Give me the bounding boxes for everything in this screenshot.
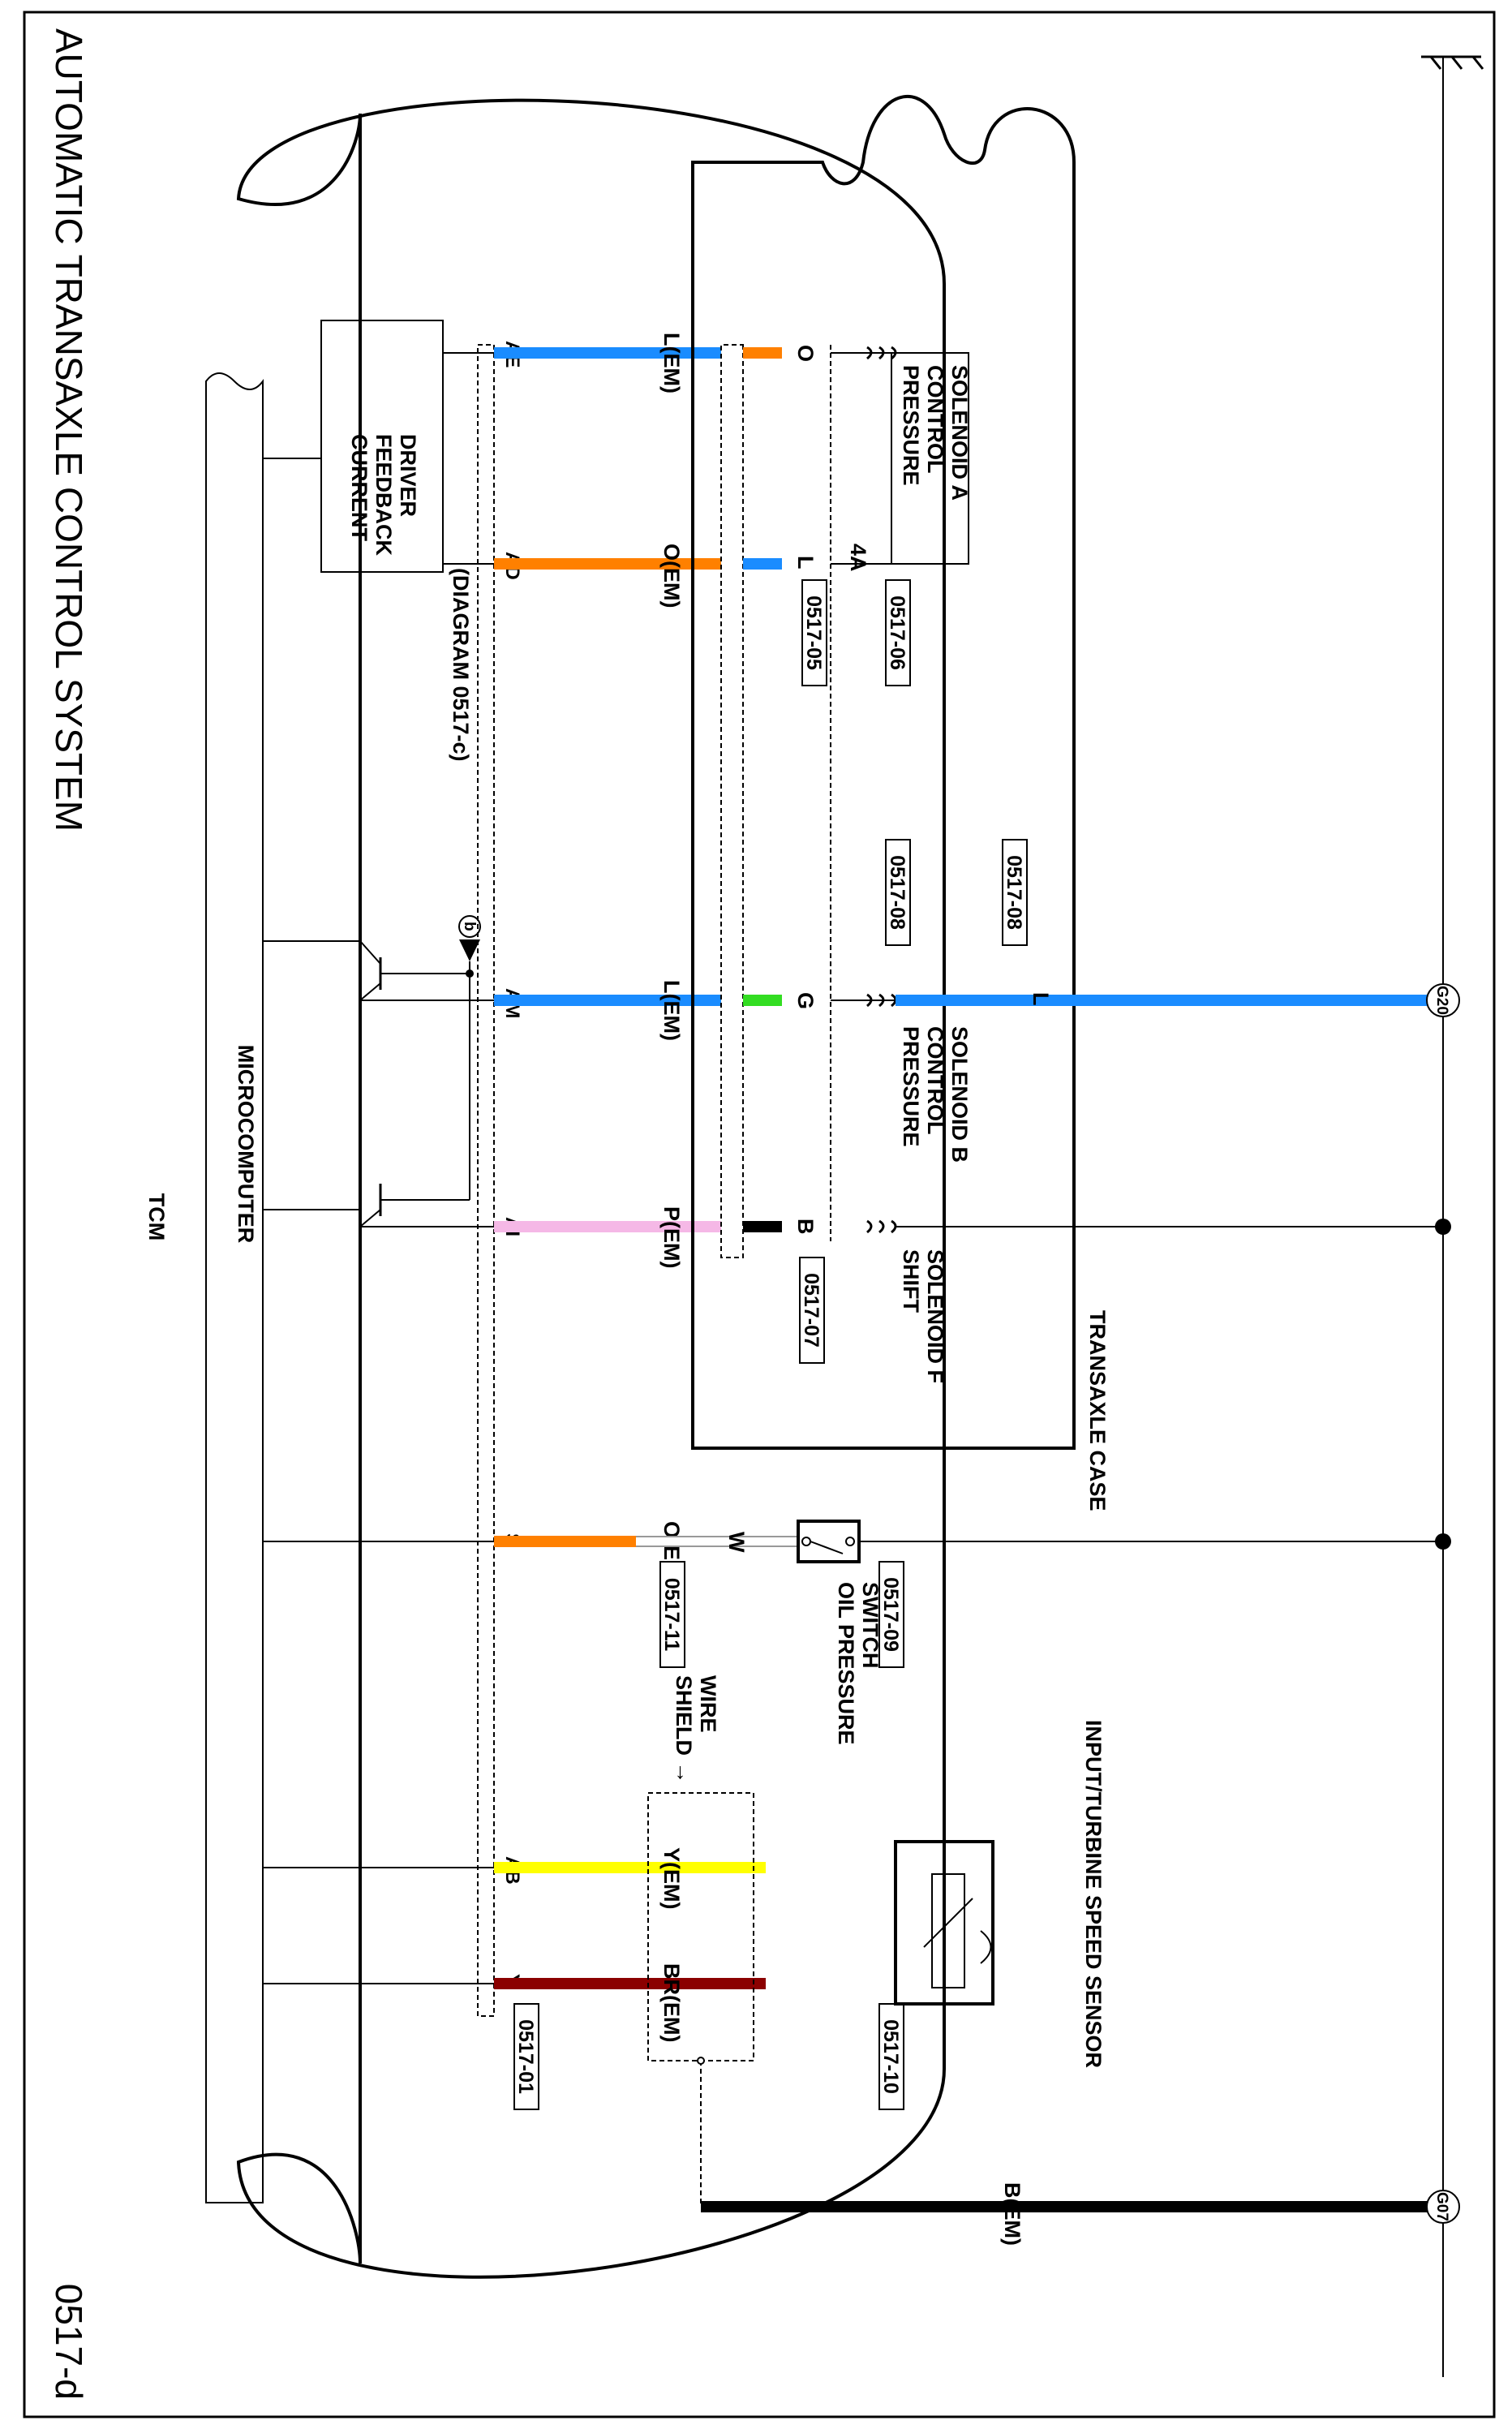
cfd-line-2: FEEDBACK — [372, 434, 396, 557]
wire-label-osw: W — [724, 1532, 749, 1553]
ref-marker-circle — [458, 915, 481, 938]
connector-labels: 0517-05 0517-06 0517-08 0517-08 0517-07 … — [513, 579, 1028, 2110]
ground-g07-circle — [1426, 2190, 1460, 2224]
pcs-a-box — [891, 352, 969, 565]
transaxle-case-label: TRANSAXLE CASE — [1085, 1310, 1110, 1511]
speed-sensor-label: INPUT/TURBINE SPEED SENSOR — [1081, 1720, 1106, 2068]
pcs-a-line-1: PRESSURE — [899, 365, 923, 486]
connector-0517-05: 0517-05 — [802, 595, 825, 670]
pcs-b-line-3: SOLENOID B — [947, 1026, 972, 1163]
connector-0517-05-outline — [720, 344, 744, 1258]
speed-sensor-coil — [931, 1873, 965, 1988]
junction-osw — [1435, 1533, 1451, 1550]
shift-f-line-1: SHIFT — [899, 1249, 923, 1313]
shield-label-line-1: SHIELD → — [672, 1675, 696, 1784]
connector-0517-07: 0517-07 — [800, 1273, 823, 1348]
page-code: 0517-d — [48, 2284, 90, 2400]
cfd-line-1: CURRENT — [347, 434, 372, 542]
page-border — [23, 11, 1496, 2418]
pcs-a-line-3: SOLENOID A — [947, 365, 972, 501]
diagram-title: AUTOMATIC TRANSAXLE CONTROL SYSTEM — [48, 28, 90, 832]
ground-g20-circle — [1426, 983, 1460, 1017]
case-label-g: G — [793, 992, 818, 1009]
microcomputer-label: MICROCOMPUTER — [234, 1045, 258, 1244]
connector-0517-01-outline — [477, 344, 495, 2017]
junction-shift-f — [1435, 1219, 1451, 1235]
oil-switch-line-2: SWITCH — [858, 1582, 883, 1668]
pcs-b-line-1: PRESSURE — [899, 1026, 923, 1147]
tcm-label: TCM — [144, 1193, 169, 1240]
wire-label-ad: O(EM) — [659, 544, 684, 608]
wire-label-ai: P(EM) — [659, 1206, 684, 1269]
pcs-a-coil-icon — [866, 346, 897, 360]
wire-label-am: L(EM) — [659, 980, 684, 1041]
connector-0517-08a: 0517-08 — [886, 855, 908, 930]
pcs-b-line-2: CONTROL — [923, 1026, 947, 1134]
case-label-l: L — [793, 556, 818, 570]
case-label-o: O — [793, 345, 818, 362]
shift-f-coil-icon — [866, 1219, 897, 1234]
transistor-ai-icon — [263, 1184, 393, 1227]
transistor-am-icon — [263, 940, 393, 1001]
current-feedback-driver-box — [320, 320, 444, 573]
wire-label-g07: B(EM) — [1000, 2182, 1024, 2246]
shield-label-line-2: WIRE — [696, 1675, 720, 1733]
connector-0517-06: 0517-06 — [886, 595, 908, 670]
ground-g07: G07 — [1433, 2192, 1450, 2221]
transaxle-case-outline — [691, 95, 1076, 1450]
ground-g20: G20 — [1433, 986, 1450, 1015]
speed-sensor-box — [894, 1840, 994, 2006]
wire-label-y: BR(EM) — [659, 1963, 684, 2042]
connector-0517-11: 0517-11 — [660, 1578, 683, 1651]
microcomputer-box — [205, 372, 264, 2203]
case-label-b: B — [793, 1219, 818, 1235]
wire-label-ab: Y(EM) — [659, 1847, 684, 1910]
shift-f-line-2: SOLENOID F — [923, 1249, 947, 1383]
wire-label-ae: L(EM) — [659, 333, 684, 393]
connector-0517-10: 0517-10 — [879, 2019, 902, 2094]
oil-switch-line-1: OIL PRESSURE — [834, 1582, 858, 1745]
speed-sensor-wheel-icon — [980, 1930, 992, 1964]
tcm-outline — [236, 98, 946, 2279]
connector-0517-08b: 0517-08 — [1003, 855, 1025, 930]
ref-arrow-icon — [459, 939, 480, 961]
g20-branch-label: L — [1029, 992, 1053, 1006]
chassis-ground-icon — [1421, 55, 1484, 70]
ref-marker-b: b — [461, 922, 478, 931]
pin-4a: 4A — [846, 544, 870, 572]
pcs-a-line-2: CONTROL — [923, 365, 947, 473]
connector-0517-01: 0517-01 — [514, 2019, 537, 2094]
cfd-line-3: DRIVER — [396, 434, 420, 517]
diagram-ref-label: (DIAGRAM 0517-c) — [449, 568, 473, 762]
connector-0517-09: 0517-09 — [879, 1577, 902, 1652]
